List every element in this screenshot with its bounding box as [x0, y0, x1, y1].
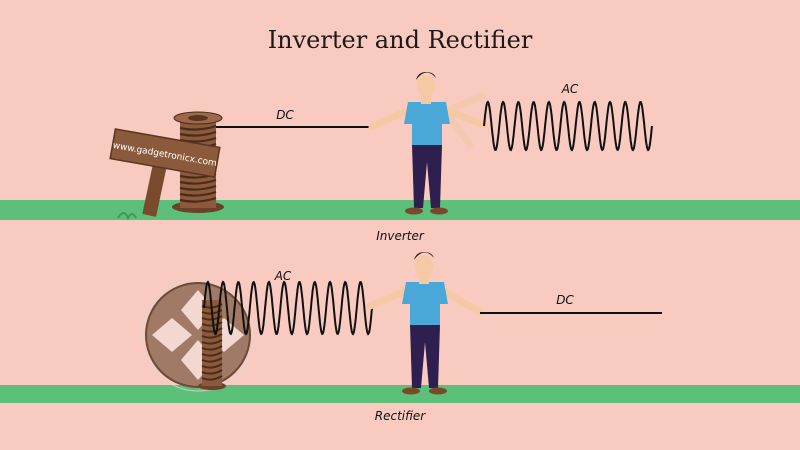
inverter-panel: www.gadgetronicx.com DC: [0, 72, 800, 243]
bottom-dc-label: DC: [556, 293, 574, 307]
bottom-ac-wave: [203, 280, 373, 336]
top-dc-label: DC: [276, 108, 294, 122]
bottom-ac-label: AC: [274, 269, 292, 283]
top-ground-strip: [0, 200, 800, 220]
top-person: [368, 72, 488, 215]
top-ac-wave: [483, 100, 653, 152]
ac-wheel: [141, 278, 255, 392]
rectifier-panel: AC DC Rectifier: [0, 252, 800, 423]
bottom-person: [366, 252, 484, 395]
bottom-ground-strip: [0, 385, 800, 403]
top-ac-label: AC: [561, 82, 579, 96]
inverter-caption: Inverter: [376, 229, 425, 243]
rectifier-caption: Rectifier: [375, 409, 426, 423]
diagram-title: Inverter and Rectifier: [268, 26, 533, 54]
